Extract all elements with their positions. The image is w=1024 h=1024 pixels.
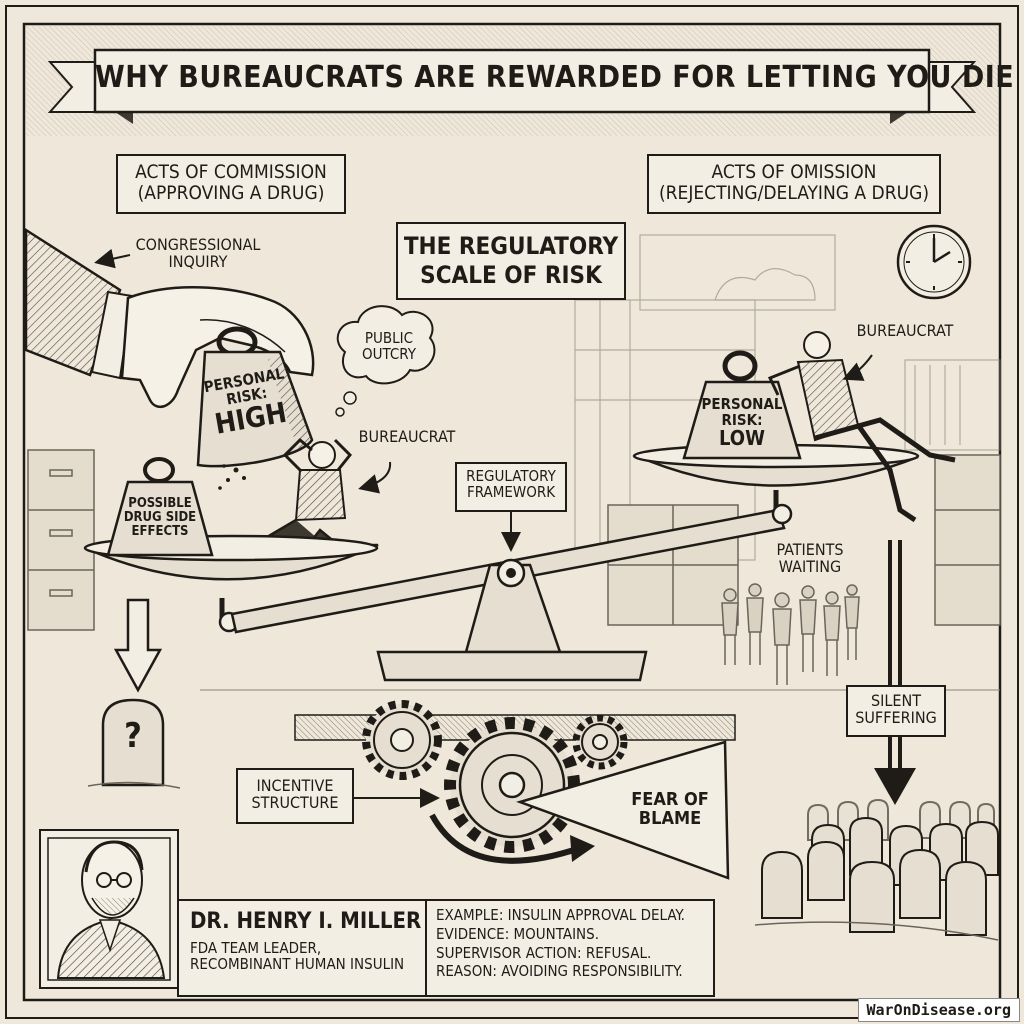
- incentive-structure-line-1: INCENTIVE: [256, 776, 334, 795]
- graveyard-icon: [754, 798, 999, 941]
- thought-bubble: [335, 305, 436, 417]
- filing-cabinets-left: [27, 449, 95, 631]
- center-title-line-2: SCALE OF RISK: [420, 260, 602, 289]
- arrows: [94, 248, 873, 808]
- weight-low-line-2: RISK:: [721, 411, 763, 430]
- side-effects-line-3: EFFECTS: [131, 524, 189, 540]
- credit-role-line-2: RECOMBINANT HUMAN INSULIN: [190, 955, 405, 974]
- public-outcry-line-2: OUTCRY: [362, 345, 416, 364]
- weight-label-side-effects: POSSIBLE DRUG SIDE EFFECTS: [110, 496, 210, 540]
- label-congressional-inquiry: CONGRESSIONAL INQUIRY: [128, 236, 268, 271]
- tombstone-question-mark: ?: [124, 716, 142, 756]
- title-ribbon: [47, 48, 977, 124]
- fear-of-blame-line-1: FEAR OF: [631, 789, 709, 810]
- label-regulatory-framework: REGULATORY FRAMEWORK: [455, 462, 567, 512]
- header-left-line-2: (APPROVING A DRUG): [137, 181, 325, 204]
- footer-url-link[interactable]: WarOnDisease.org: [857, 998, 1020, 1022]
- tombstone-unknown-icon: [87, 698, 181, 789]
- regulatory-framework-line-1: REGULATORY: [466, 467, 556, 485]
- label-bureaucrat-right: BUREAUCRAT: [856, 321, 954, 340]
- arrow-down-left-icon: [113, 598, 163, 693]
- side-effects-line-1: POSSIBLE: [128, 496, 192, 511]
- weight-low-line-1: PERSONAL: [701, 395, 783, 413]
- arrow-down-right-icon: [874, 540, 916, 805]
- patients-waiting-line-1: PATIENTS: [776, 540, 844, 559]
- header-acts-of-omission: ACTS OF OMISSION (REJECTING/DELAYING A D…: [647, 154, 941, 214]
- hand-pushing-icon: [24, 227, 315, 409]
- patients-waiting-line-2: WAITING: [778, 557, 842, 577]
- clock-icon: [896, 224, 972, 300]
- label-bureaucrat-left: BUREAUCRAT: [358, 427, 456, 446]
- fear-of-blame-wedge: [515, 740, 730, 880]
- label-patients-waiting: PATIENTS WAITING: [760, 541, 860, 576]
- public-outcry-line-1: PUBLIC: [364, 329, 414, 347]
- header-right-line-1: ACTS OF OMISSION: [711, 161, 877, 183]
- header-right-line-2: (REJECTING/DELAYING A DRUG): [658, 181, 930, 204]
- example-line-1: EXAMPLE: INSULIN APPROVAL DELAY.: [436, 906, 685, 924]
- example-line-3: SUPERVISOR ACTION: REFUSAL.: [436, 943, 652, 962]
- example-text: EXAMPLE: INSULIN APPROVAL DELAY. EVIDENC…: [436, 906, 710, 981]
- fulcrum: [200, 558, 1000, 691]
- center-title-line-1: THE REGULATORY: [403, 232, 619, 260]
- fear-of-blame-line-2: BLAME: [638, 808, 702, 830]
- label-silent-suffering: SILENT SUFFERING: [846, 685, 946, 737]
- header-acts-of-commission: ACTS OF COMMISSION (APPROVING A DRUG): [116, 154, 346, 214]
- label-public-outcry: PUBLIC OUTCRY: [344, 329, 434, 364]
- weight-drug-side-effects-shape: [106, 457, 214, 557]
- outer-frame: [5, 5, 1019, 1019]
- congressional-inquiry-line-1: CONGRESSIONAL: [135, 235, 261, 254]
- silent-suffering-line-1: SILENT: [870, 691, 922, 710]
- weight-personal-risk-high-shape: [196, 326, 314, 468]
- center-title: THE REGULATORY SCALE OF RISK: [396, 222, 626, 300]
- side-effects-line-2: DRUG SIDE: [123, 510, 197, 526]
- incentive-structure-line-2: STRUCTURE: [251, 793, 339, 813]
- example-line-2: EVIDENCE: MOUNTAINS.: [436, 924, 599, 943]
- credit-panel: [177, 899, 715, 997]
- credit-role: FDA TEAM LEADER, RECOMBINANT HUMAN INSUL…: [190, 939, 420, 974]
- regulatory-framework-line-2: FRAMEWORK: [466, 483, 556, 502]
- example-line-4: REASON: AVOIDING RESPONSIBILITY.: [436, 962, 683, 981]
- weight-personal-risk-low-shape: [682, 350, 802, 460]
- silent-suffering-line-2: SUFFERING: [855, 708, 937, 728]
- portrait-doctor-icon: [56, 840, 166, 979]
- header-left-line-1: ACTS OF COMMISSION: [135, 161, 327, 183]
- gears-icon: [362, 700, 628, 864]
- right-pan: [632, 443, 920, 525]
- patients-waiting-icon: [721, 583, 860, 685]
- congressional-inquiry-line-2: INQUIRY: [168, 252, 228, 272]
- page-title: WHY BUREAUCRATS ARE REWARDED FOR LETTING…: [95, 60, 1015, 95]
- label-fear-of-blame: FEAR OF BLAME: [625, 790, 715, 829]
- weight-low-line-3: LOW: [719, 426, 765, 451]
- sweat-drops-icon: [218, 464, 246, 490]
- weight-label-low: PERSONAL RISK: LOW: [692, 396, 792, 450]
- label-incentive-structure: INCENTIVE STRUCTURE: [236, 768, 354, 824]
- credit-name: DR. HENRY I. MILLER: [190, 909, 422, 934]
- credit-role-line-1: FDA TEAM LEADER,: [190, 939, 322, 957]
